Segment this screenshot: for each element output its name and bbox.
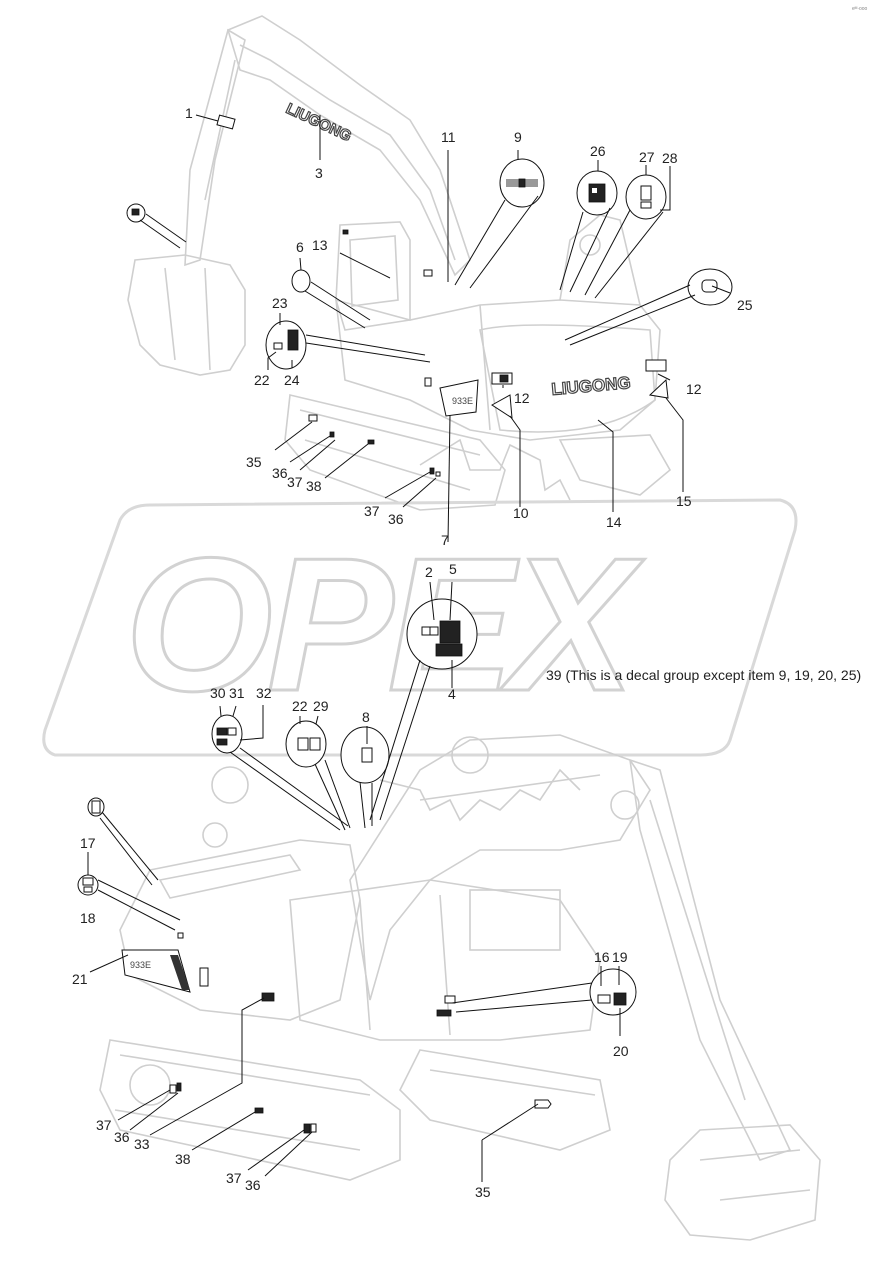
- callouts-bottom: 17 18 21 16 19 20 37 36 33 38 37 36 35: [72, 835, 629, 1200]
- callout-15: 15: [676, 493, 692, 509]
- callout-4: 4: [448, 686, 456, 702]
- counterweight-logo-liugong: LIUGONG: [551, 373, 632, 399]
- callout-36d: 36: [245, 1177, 261, 1193]
- callout-35: 35: [246, 454, 262, 470]
- callout-27: 27: [639, 149, 655, 165]
- callout-18: 18: [80, 910, 96, 926]
- callout-9: 9: [514, 129, 522, 145]
- callout-36c: 36: [114, 1129, 130, 1145]
- callout-7: 7: [441, 532, 449, 548]
- callout-24: 24: [284, 372, 300, 388]
- side-model-badge-bottom: 933E: [121, 949, 191, 993]
- opex-watermark: OPEX: [42, 498, 798, 757]
- callout-33: 33: [134, 1136, 150, 1152]
- callout-22: 22: [254, 372, 270, 388]
- callout-6: 6: [296, 239, 304, 255]
- callout-36: 36: [272, 465, 288, 481]
- callout-37c: 37: [96, 1117, 112, 1133]
- callout-19: 19: [612, 949, 628, 965]
- top-excavator-drawing: [127, 15, 672, 511]
- callout-2: 2: [425, 564, 433, 580]
- callout-32: 32: [256, 685, 272, 701]
- callout-29: 29: [313, 698, 329, 714]
- corner-mark: eᴹ·ooo: [852, 6, 868, 12]
- callout-31: 31: [229, 685, 245, 701]
- side-model-badge-top: 933E: [439, 379, 479, 417]
- callout-16: 16: [594, 949, 610, 965]
- callout-5: 5: [449, 561, 457, 577]
- callout-38: 38: [306, 478, 322, 494]
- callout-37b: 37: [364, 503, 380, 519]
- callout-26: 26: [590, 143, 606, 159]
- callouts-top: 1 3 11 9 26 27 28 6 13 23 22 24 25 12 12…: [185, 105, 753, 548]
- callouts-middle: 2 5 4 30 31 32 22 29 8: [210, 561, 457, 725]
- callout-25: 25: [737, 297, 753, 313]
- callout-12-right: 12: [686, 381, 702, 397]
- callout-36b: 36: [388, 511, 404, 527]
- callout-12-left: 12: [514, 390, 530, 406]
- callout-11: 11: [441, 129, 456, 145]
- bottom-excavator-drawing: [99, 734, 821, 1241]
- callout-14: 14: [606, 514, 622, 530]
- decals: [77, 114, 733, 1134]
- callout-10: 10: [513, 505, 529, 521]
- callout-28: 28: [662, 150, 678, 166]
- svg-text:933E: 933E: [452, 396, 473, 406]
- callout-1: 1: [185, 105, 193, 121]
- leader-lines: [87, 114, 731, 1182]
- callout-17: 17: [80, 835, 96, 851]
- decal-group-note: 39 (This is a decal group except item 9,…: [546, 667, 861, 683]
- callout-20: 20: [613, 1043, 629, 1059]
- callout-23: 23: [272, 295, 288, 311]
- callout-21: 21: [72, 971, 88, 987]
- callout-37d: 37: [226, 1170, 242, 1186]
- callout-3: 3: [315, 165, 323, 181]
- watermark-text: OPEX: [125, 519, 645, 731]
- callout-13: 13: [312, 237, 328, 253]
- callout-37: 37: [287, 474, 303, 490]
- callout-35-bottom: 35: [475, 1184, 491, 1200]
- callout-38-bottom: 38: [175, 1151, 191, 1167]
- callout-30: 30: [210, 685, 226, 701]
- callout-22-mid: 22: [292, 698, 308, 714]
- svg-text:933E: 933E: [130, 960, 151, 970]
- callout-8: 8: [362, 709, 370, 725]
